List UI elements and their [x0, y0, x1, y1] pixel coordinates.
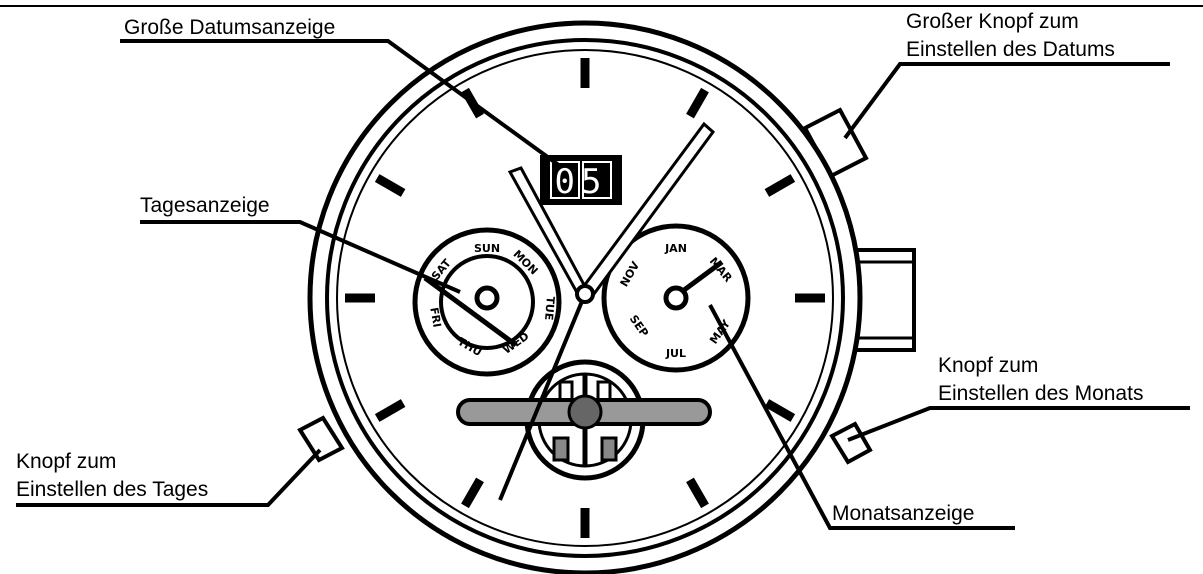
label-month-display: Monatsanzeige	[832, 502, 974, 525]
label-day-button-line1: Knopf zum	[16, 450, 116, 473]
leader-date-button	[845, 64, 1170, 138]
label-day-button-line2: Einstellen des Tages	[16, 478, 208, 501]
month-jul: JUL	[665, 347, 686, 360]
label-month-button-line1: Knopf zum	[938, 354, 1038, 377]
leader-month-button	[848, 408, 1190, 440]
label-day-display: Tagesanzeige	[140, 194, 270, 217]
label-month-button-line2: Einstellen des Monats	[938, 382, 1143, 405]
main-crown	[856, 250, 914, 350]
label-date-button-line1: Großer Knopf zum	[906, 10, 1079, 33]
month-set-pusher	[832, 424, 870, 462]
day-set-pusher	[300, 418, 342, 460]
day-tue: TUE	[542, 296, 557, 321]
label-date-button-line2: Einstellen des Datums	[906, 38, 1115, 61]
label-big-date-display: Große Datumsanzeige	[124, 16, 335, 39]
big-date-value: 05	[555, 162, 608, 202]
day-subdial: SUN MON TUE WED THU FRI SAT	[415, 230, 559, 374]
month-jan: JAN	[664, 242, 687, 255]
day-sun: SUN	[474, 242, 500, 255]
